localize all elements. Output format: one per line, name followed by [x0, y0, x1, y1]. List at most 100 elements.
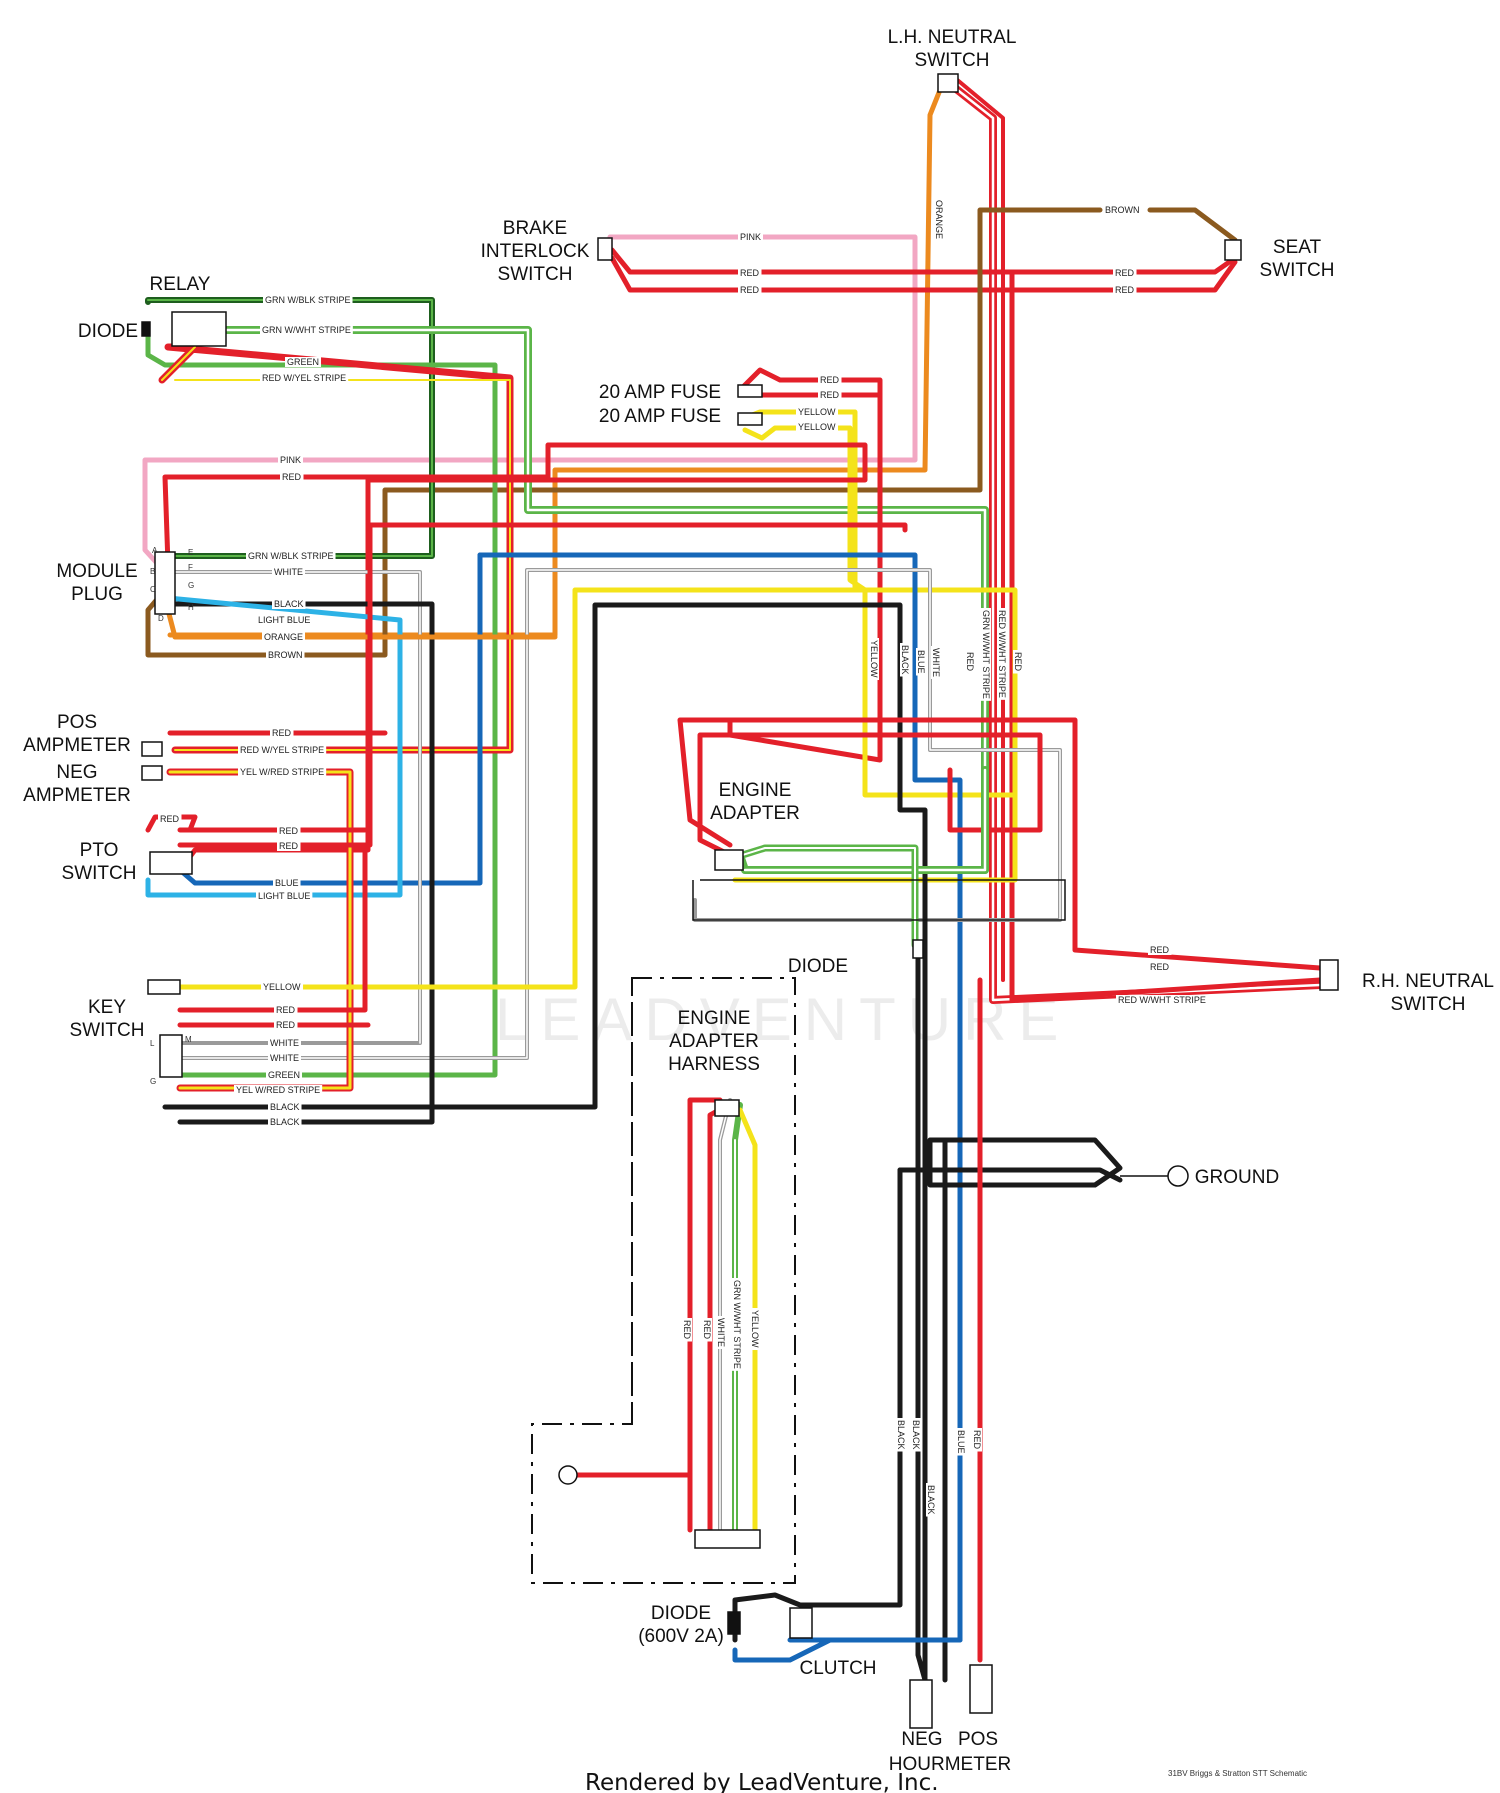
seat-switch-connector [1224, 239, 1242, 261]
pos-amp-label-1: POS [57, 712, 97, 733]
engine-adapter-connector [714, 849, 744, 871]
wire-label: BLACK [911, 1420, 921, 1450]
pin-letters: A B C D E F G H L M G [150, 546, 194, 1086]
hourmeter-neg [909, 1679, 933, 1729]
wire-red-brake [609, 247, 1238, 275]
pin-e: E [188, 548, 193, 557]
wire-label: GRN W/WHT STRIPE [262, 325, 351, 335]
wire-label: GRN W/BLK STRIPE [248, 551, 334, 561]
component-labels: L.H. NEUTRAL SWITCH BRAKE INTERLOCK SWIT… [23, 27, 1494, 1775]
wire-label: BLACK [896, 1420, 906, 1450]
wire-label: BLACK [900, 645, 910, 675]
wire-label: RED [279, 826, 299, 836]
wire-label: YELLOW [869, 640, 879, 678]
pin-g: G [188, 581, 194, 590]
lh-neutral-connector [937, 73, 959, 93]
wire-label: RED [1150, 945, 1170, 955]
harness-label-1: ENGINE [678, 1008, 751, 1029]
hourmeter-neg-label: NEG [901, 1729, 942, 1750]
footer-rendered-by: Rendered by LeadVenture, Inc. [585, 1770, 939, 1793]
wire-label: BLUE [956, 1430, 966, 1454]
rh-neutral-label-1: R.H. NEUTRAL [1362, 971, 1494, 992]
pin-b: B [150, 567, 155, 576]
wire-label: YEL W/RED STRIPE [236, 1085, 320, 1095]
wire-label: WHITE [270, 1038, 299, 1048]
wire-label: RED [282, 472, 302, 482]
relay-body [171, 311, 227, 347]
wire-label: RED [276, 1005, 296, 1015]
module-plug-label-1: MODULE [56, 561, 137, 582]
schematic-caption: 31BV Briggs & Stratton STT Schematic [1168, 1769, 1307, 1778]
wire-label: GRN W/WHT STRIPE [981, 610, 991, 699]
engine-adapter-outline [692, 879, 1066, 921]
wire-mod-orange [165, 607, 558, 640]
key-label-2: SWITCH [70, 1020, 145, 1041]
pto-label-2: SWITCH [62, 863, 137, 884]
fuse-2-label: 20 AMP FUSE [599, 406, 721, 427]
seat-label-1: SEAT [1273, 237, 1322, 258]
wire-fuse-yellow [737, 409, 858, 593]
harness-ring [558, 1465, 578, 1485]
harness-label-3: HARNESS [668, 1054, 760, 1075]
clutch-connector [789, 1607, 813, 1639]
wire-label: RED W/WHT STRIPE [997, 610, 1007, 698]
wire-label: RED [160, 814, 180, 824]
module-plug-body [154, 551, 176, 615]
wire-label: LIGHT BLUE [258, 615, 310, 625]
hourmeter-label: HOURMETER [889, 1754, 1011, 1775]
pin-c: C [150, 585, 156, 594]
diode-clutch-label-2: (600V 2A) [638, 1626, 724, 1647]
wire-label: RED [1115, 285, 1135, 295]
engine-adapter-label-2: ADAPTER [710, 803, 800, 824]
wire-label: RED [740, 285, 760, 295]
ground-ring [1167, 1165, 1189, 1187]
pin-d: D [158, 614, 164, 623]
wire-label: YEL W/RED STRIPE [240, 767, 324, 777]
wire-label: BLACK [274, 599, 304, 609]
wire-label: GRN W/BLK STRIPE [265, 295, 351, 305]
wire-harness-yellow [737, 1107, 758, 1533]
fuse-2 [737, 412, 763, 426]
wire-label: BLUE [275, 878, 299, 888]
pin-f: F [188, 563, 193, 572]
wire-label: YELLOW [263, 982, 301, 992]
wire-label: GREEN [287, 357, 319, 367]
components [141, 73, 1339, 1729]
harness-dashed-border [531, 977, 796, 1584]
key-pin-g: G [150, 1077, 156, 1086]
key-switch-terminal [147, 979, 181, 995]
engine-adapter-label-1: ENGINE [719, 780, 792, 801]
wire-label: ORANGE [934, 200, 944, 239]
wire-label: GREEN [268, 1070, 300, 1080]
wire-label: PINK [740, 232, 761, 242]
wire-label: WHITE [931, 648, 941, 677]
wire-label: RED W/YEL STRIPE [262, 373, 346, 383]
wire-label: RED [682, 1320, 692, 1340]
seat-label-2: SWITCH [1260, 260, 1335, 281]
neg-amp-label-1: NEG [56, 762, 97, 783]
wire-label: RED W/YEL STRIPE [240, 745, 324, 755]
wire-label: RED [1115, 268, 1135, 278]
wire-key-yellow [177, 587, 863, 990]
wire-label: WHITE [270, 1053, 299, 1063]
wire-label: YELLOW [798, 422, 836, 432]
pin-h: H [188, 603, 194, 612]
pto-label-1: PTO [80, 840, 119, 861]
wire-label: ORANGE [264, 632, 303, 642]
wire-label: RED [1150, 962, 1170, 972]
rh-neutral-label-2: SWITCH [1391, 994, 1466, 1015]
neg-ampmeter-terminal [141, 765, 163, 781]
wire-green [145, 327, 498, 1078]
wire-light-blue [145, 595, 403, 898]
clutch-label: CLUTCH [799, 1658, 876, 1679]
wire-harness-white [718, 1098, 732, 1532]
wire-label: BLACK [926, 1485, 936, 1515]
wire-label: BROWN [1105, 205, 1140, 215]
wire-harness-red [567, 1097, 723, 1478]
adapter-diode [912, 939, 924, 959]
wire-label: RED [820, 390, 840, 400]
brake-label-2: INTERLOCK [481, 241, 590, 262]
wire-label: RED [740, 268, 760, 278]
lh-neutral-label-2: SWITCH [915, 50, 990, 71]
